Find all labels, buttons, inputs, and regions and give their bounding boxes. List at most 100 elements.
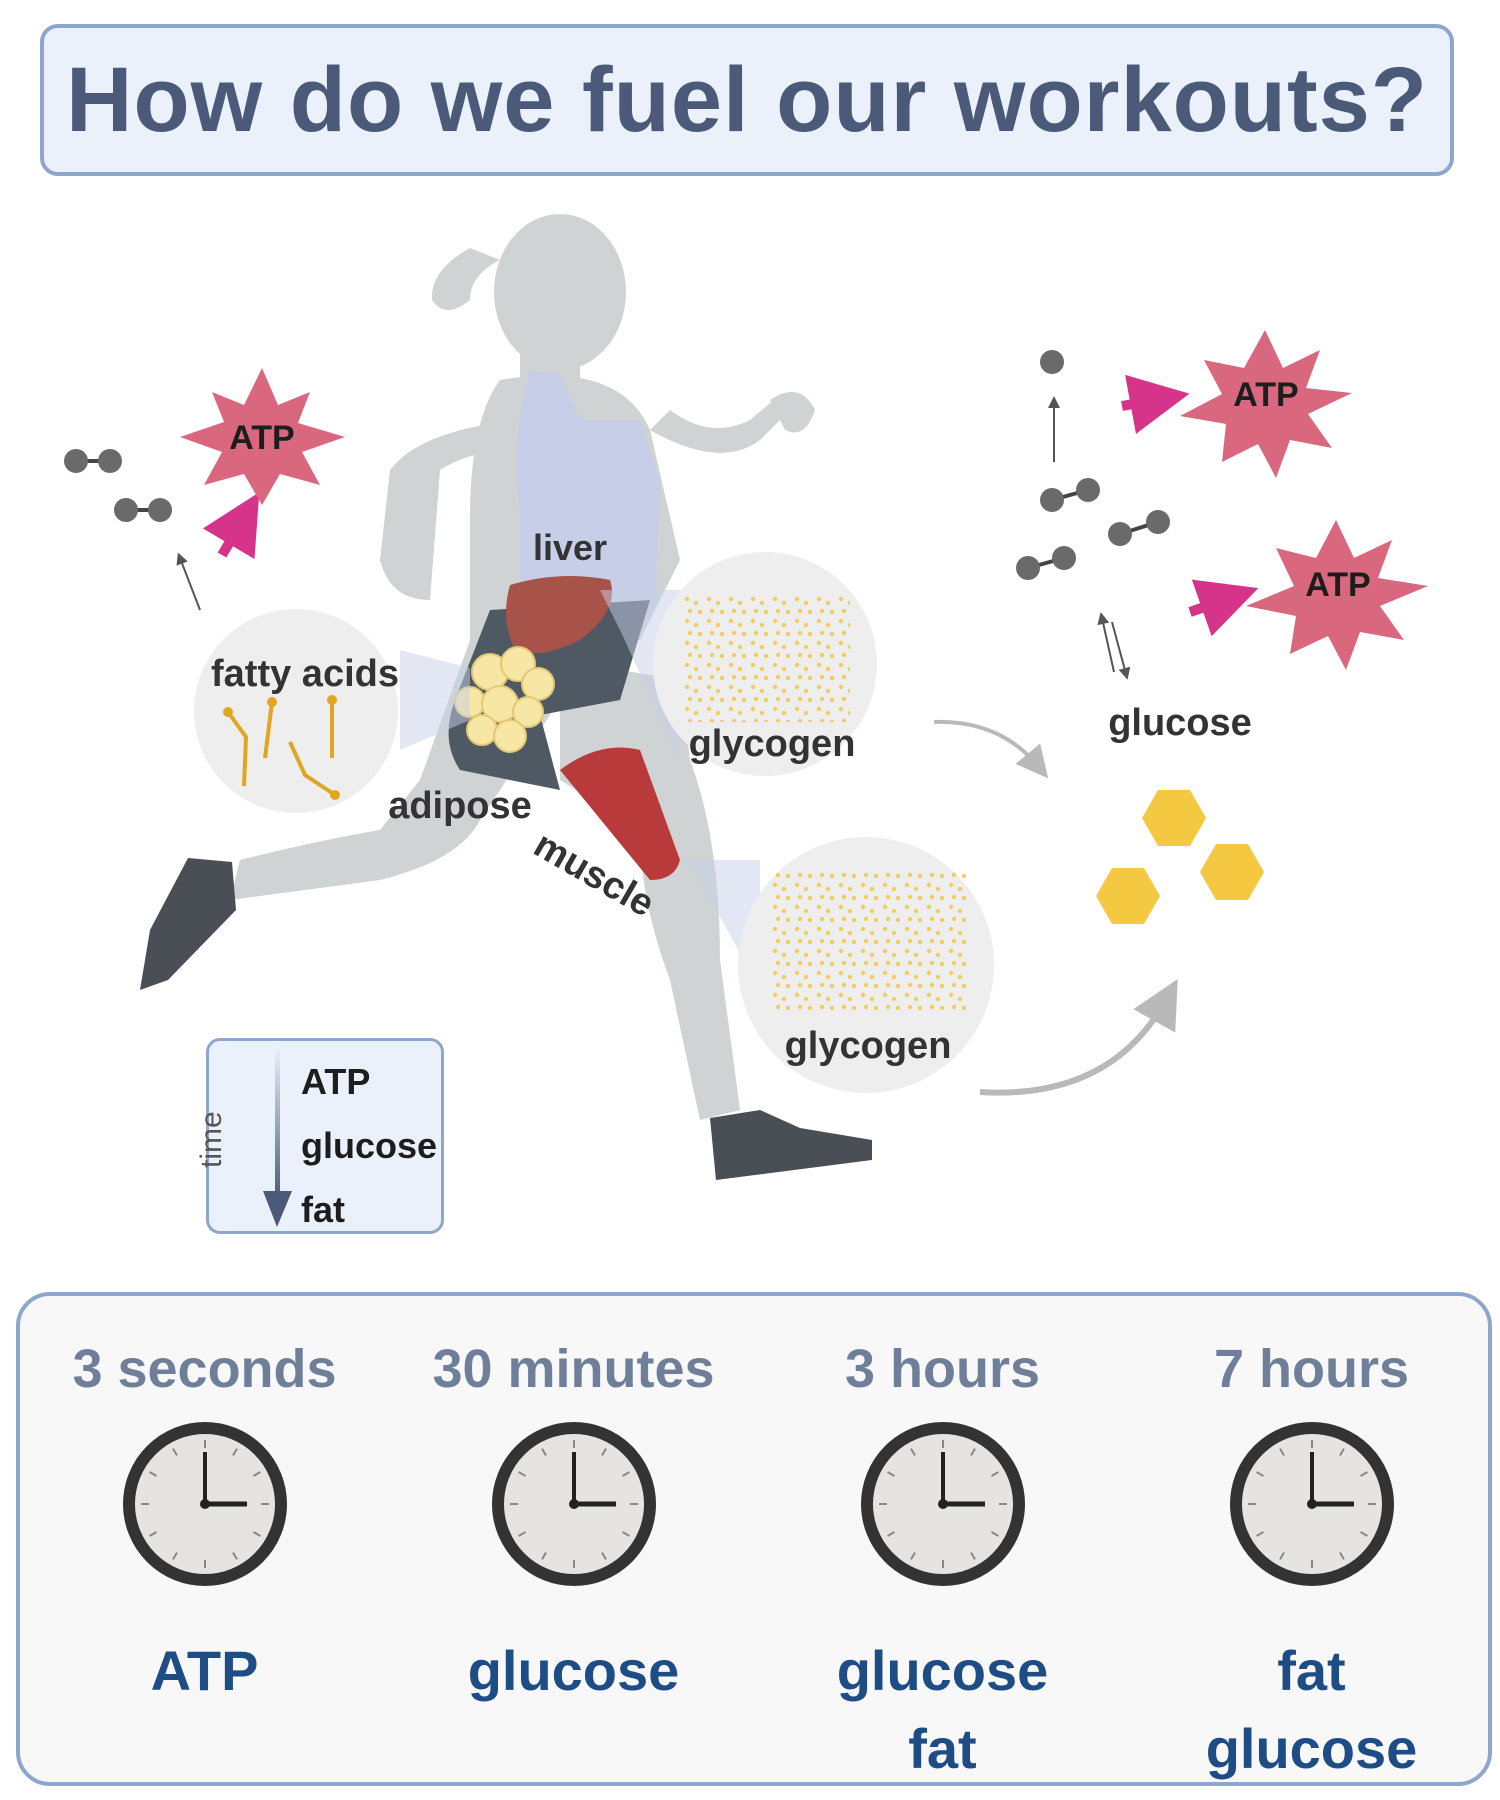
period-fuel: glucose fat	[758, 1632, 1127, 1788]
clock-center	[199, 1499, 210, 1509]
back-shoe	[140, 858, 236, 990]
clock-tick	[600, 1448, 607, 1457]
clock-tick	[886, 1531, 895, 1537]
glucose-hexagon	[1142, 790, 1206, 846]
clock-tick	[252, 1471, 261, 1477]
clock-icon	[488, 1418, 660, 1595]
clock-tick	[886, 1471, 895, 1477]
clock-tick	[148, 1531, 157, 1537]
arrow-fa-to-carbon	[176, 552, 201, 611]
timeline-panel: 3 seconds ATP 30 minutes glucose 3 hours…	[16, 1292, 1492, 1786]
liver-organ	[506, 576, 612, 654]
legend-item-atp: ATP	[301, 1061, 371, 1102]
fuel-line: glucose	[1205, 1717, 1418, 1780]
glucose-hexagon	[1200, 844, 1264, 900]
clock-tick	[252, 1531, 261, 1537]
atp-label-right-top: ATP	[1233, 376, 1298, 414]
clock-tick	[1255, 1531, 1264, 1537]
arrow-muscle-glycogen-to-glucose	[979, 979, 1178, 1096]
front-shoe	[710, 1110, 872, 1180]
clock-tick	[171, 1448, 178, 1457]
arrow-glucose-up	[1097, 612, 1115, 673]
clock-tick	[517, 1531, 526, 1537]
timeline-period: 30 minutes glucose	[389, 1296, 758, 1782]
period-fuel: glucose	[389, 1632, 758, 1710]
muscle-glycogen-label: glycogen	[785, 1025, 952, 1067]
liver-glycogen-label: glycogen	[689, 723, 856, 765]
clock-face	[1229, 1422, 1394, 1586]
period-fuel: ATP	[20, 1632, 389, 1710]
arrow-liver-glycogen-to-glucose	[933, 719, 1049, 779]
timeline-period: 3 hours glucose fat	[758, 1296, 1127, 1782]
legend-time-label: time	[195, 1111, 228, 1168]
atp-label-left: ATP	[229, 419, 294, 457]
fuel-line: ATP	[150, 1639, 259, 1702]
fatty-acid-chains	[226, 700, 337, 797]
clock-tick	[148, 1471, 157, 1477]
clock-icon	[857, 1418, 1029, 1595]
clock-tick	[1338, 1448, 1345, 1457]
fuel-line: glucose	[467, 1639, 680, 1702]
arrow-pink-right-top	[1121, 374, 1190, 434]
clock-face	[860, 1422, 1025, 1586]
liver-glycogen-pattern	[680, 592, 850, 722]
adipose-label: adipose	[388, 785, 532, 827]
clock-tick	[540, 1551, 547, 1560]
period-fuel: fat glucose	[1127, 1632, 1496, 1788]
atp-star-right-bottom	[1246, 520, 1428, 670]
clock-tick	[990, 1471, 999, 1477]
clock-tick	[969, 1448, 976, 1457]
clock-tick	[1359, 1531, 1368, 1537]
clock-tick	[909, 1448, 916, 1457]
clock-tick	[621, 1531, 630, 1537]
muscle-glycogen-pattern	[770, 870, 970, 1010]
clock-icon	[1226, 1418, 1398, 1595]
fuel-line: glucose	[836, 1639, 1049, 1702]
clock-face	[122, 1422, 287, 1586]
legend-time-arrow	[263, 1047, 292, 1227]
timeline-period: 3 seconds ATP	[20, 1296, 389, 1782]
time-legend: time ATP glucose fat	[195, 1038, 444, 1234]
clock-tick	[621, 1471, 630, 1477]
clock-icon	[119, 1418, 291, 1595]
period-duration: 30 minutes	[432, 1339, 715, 1399]
atp-star-left	[180, 368, 345, 505]
zoom-cone-muscle	[680, 860, 760, 990]
fatty-acids-label: fatty acids	[211, 653, 399, 695]
title-box: How do we fuel our workouts?	[40, 24, 1454, 176]
atp-star-right-top	[1180, 330, 1352, 478]
arrow-pink-right-bottom	[1188, 579, 1259, 637]
period-duration: 3 seconds	[72, 1339, 337, 1399]
liver-label: liver	[533, 527, 607, 568]
fuel-line: fat	[1277, 1639, 1346, 1702]
arrow-pink-left	[202, 492, 260, 560]
clock-tick	[1359, 1471, 1368, 1477]
clock-tick	[909, 1551, 916, 1560]
tank-top	[516, 370, 660, 620]
clock-tick	[1255, 1471, 1264, 1477]
clock-center	[937, 1499, 948, 1509]
carbon-atoms-right	[1016, 350, 1170, 580]
legend-item-fat: fat	[301, 1189, 345, 1230]
clock-tick	[990, 1531, 999, 1537]
clock-tick	[517, 1471, 526, 1477]
timeline-period: 7 hours fat glucose	[1127, 1296, 1496, 1782]
clock-face	[491, 1422, 656, 1586]
page-title: How do we fuel our workouts?	[66, 48, 1428, 151]
clock-tick	[231, 1551, 238, 1560]
clock-tick	[540, 1448, 547, 1457]
zoom-cone-adipose	[400, 650, 470, 750]
clock-tick	[600, 1551, 607, 1560]
clock-tick	[1338, 1551, 1345, 1560]
clock-tick	[1278, 1448, 1285, 1457]
carbon-pairs-left	[64, 449, 172, 522]
clock-tick	[969, 1551, 976, 1560]
glucose-label: glucose	[1108, 702, 1252, 744]
clock-center	[568, 1499, 579, 1509]
clock-tick	[171, 1551, 178, 1560]
glucose-hexagon	[1096, 868, 1160, 924]
muscle-organ	[560, 747, 680, 880]
clock-tick	[1278, 1551, 1285, 1560]
clock-center	[1306, 1499, 1317, 1509]
